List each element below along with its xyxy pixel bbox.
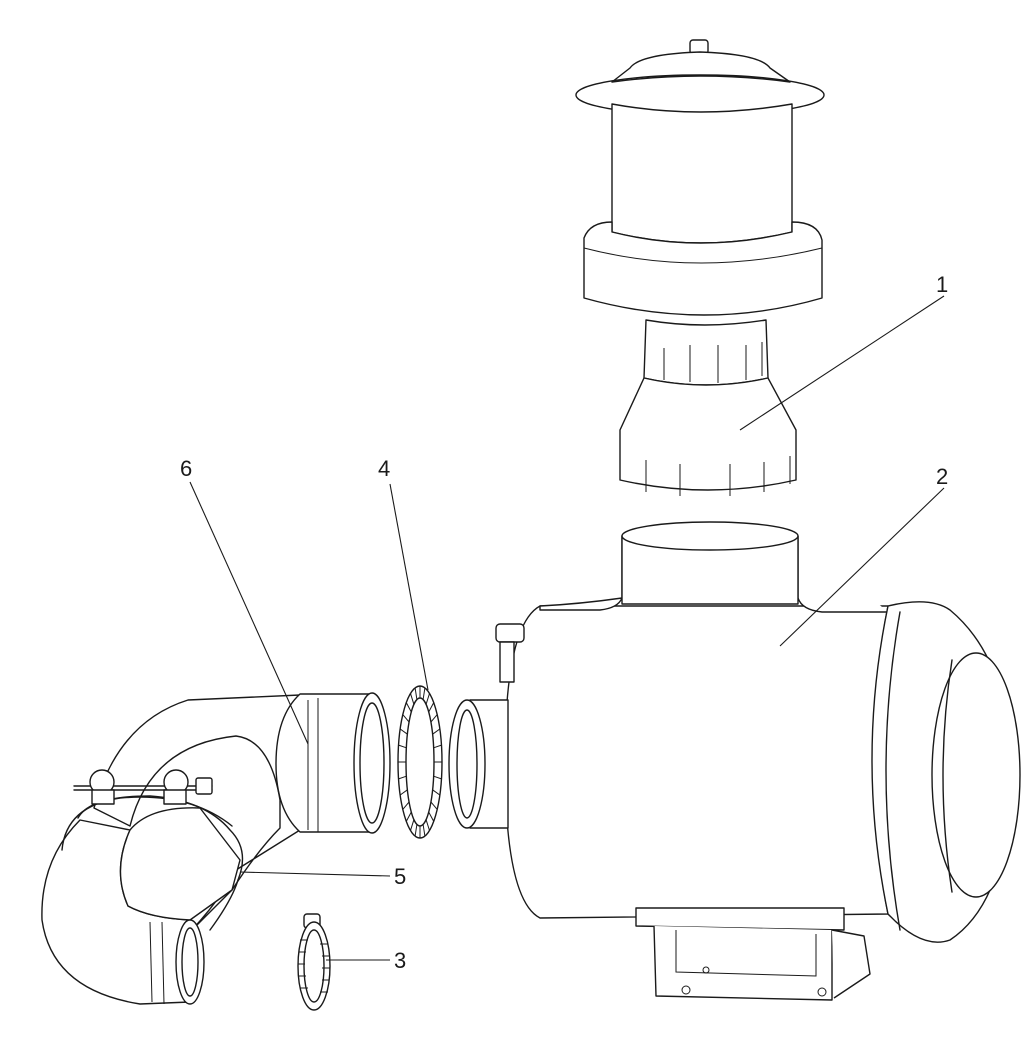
part-2-filter-housing <box>448 521 1021 1001</box>
ring-tick <box>430 714 438 723</box>
ring-tick <box>430 801 438 810</box>
part-3-small-clamp <box>297 913 331 1011</box>
part-5-lower-elbow <box>41 769 244 1005</box>
ring-tick <box>433 744 442 749</box>
ring-tick <box>402 714 410 723</box>
ring-tick <box>410 693 415 705</box>
ring-tick <box>398 744 407 749</box>
callout-2: 2 <box>936 464 948 489</box>
ring-tick <box>425 819 430 831</box>
ring-tick <box>428 811 435 822</box>
part-1-precleaner <box>575 39 825 496</box>
ring-tick <box>425 693 430 705</box>
leader-2 <box>779 487 945 647</box>
ring-tick <box>433 775 442 780</box>
part-4-clamp-ring <box>397 685 443 839</box>
ring-tick <box>414 687 418 700</box>
ring-tick <box>414 824 418 837</box>
callout-1: 1 <box>936 272 948 297</box>
leader-lines <box>189 295 945 961</box>
ring-tick <box>398 775 407 780</box>
leader-6 <box>189 481 309 745</box>
callout-labels: 1 2 3 4 5 6 <box>180 272 948 973</box>
ring-tick <box>432 728 441 735</box>
ring-tick <box>422 687 426 700</box>
ring-tick <box>399 789 408 796</box>
leader-5 <box>239 871 391 877</box>
ring-tick <box>432 789 441 796</box>
callout-3: 3 <box>394 948 406 973</box>
ring-tick <box>399 728 408 735</box>
leader-4 <box>389 483 429 691</box>
ring-tick <box>405 811 412 822</box>
ring-tick <box>410 819 415 831</box>
callout-4: 4 <box>378 456 390 481</box>
leader-1 <box>739 295 945 431</box>
ring-tick <box>422 824 426 837</box>
part-6-elbow-hose <box>93 692 391 933</box>
callout-6: 6 <box>180 456 192 481</box>
ring-tick <box>405 702 412 713</box>
ring-tick <box>402 801 410 810</box>
ring-tick <box>428 702 435 713</box>
callout-5: 5 <box>394 864 406 889</box>
